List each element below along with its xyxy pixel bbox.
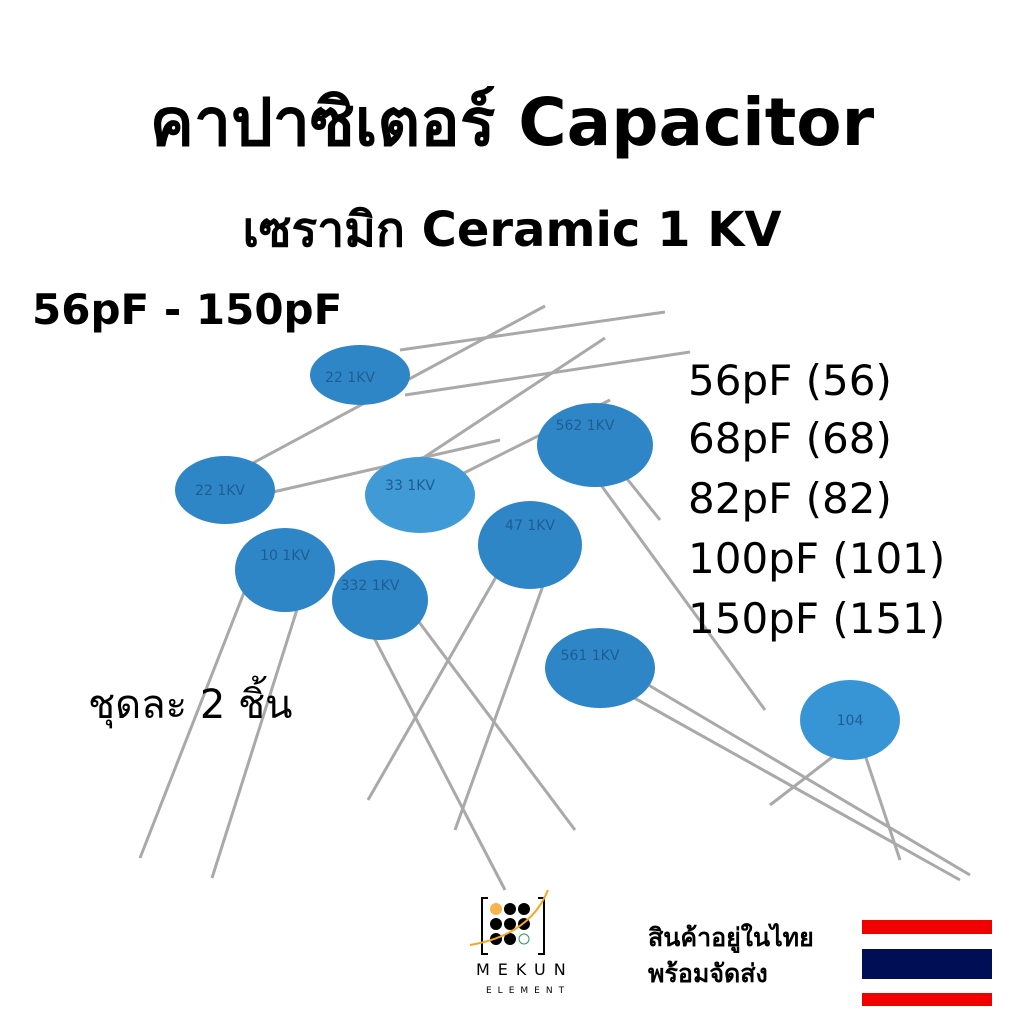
stock-line: พร้อมจัดส่ง (648, 959, 768, 988)
capacitance-range: 56pF - 150pF (32, 285, 343, 334)
pack-note: ชุดละ 2 ชิ้น (88, 682, 293, 728)
page-subtitle: เซรามิก Ceramic 1 KV (242, 202, 782, 258)
value-item: 82pF (82) (688, 474, 892, 523)
thai-flag (862, 920, 992, 1006)
marking: 562 1KV (556, 418, 615, 434)
marking: 332 1KV (341, 578, 400, 594)
value-item: 100pF (101) (688, 534, 946, 583)
marking: 33 1KV (385, 478, 435, 494)
marking: 22 1KV (325, 370, 375, 386)
stock-line: สินค้าอยู่ในไทย (648, 923, 814, 952)
capacitor-markings: 22 1KV 22 1KV 33 1KV 562 1KV 104 10 1KV … (195, 370, 863, 729)
value-item: 56pF (56) (688, 356, 892, 405)
value-item: 68pF (68) (688, 414, 892, 463)
brand-subtitle: ELEMENT (486, 986, 571, 996)
marking: 561 1KV (561, 648, 620, 664)
marking: 22 1KV (195, 483, 245, 499)
capacitor-bodies (175, 345, 900, 760)
mekun-logo (469, 889, 549, 955)
capacitor-leads (138, 304, 971, 891)
marking: 47 1KV (505, 518, 555, 534)
value-item: 150pF (151) (688, 594, 946, 643)
page-title: คาปาซิเตอร์ Capacitor (149, 84, 875, 161)
stock-note: สินค้าอยู่ในไทย พร้อมจัดส่ง (648, 920, 814, 992)
marking: 10 1KV (260, 548, 310, 564)
marking: 104 (837, 713, 864, 729)
brand-name: MEKUN (476, 960, 574, 979)
